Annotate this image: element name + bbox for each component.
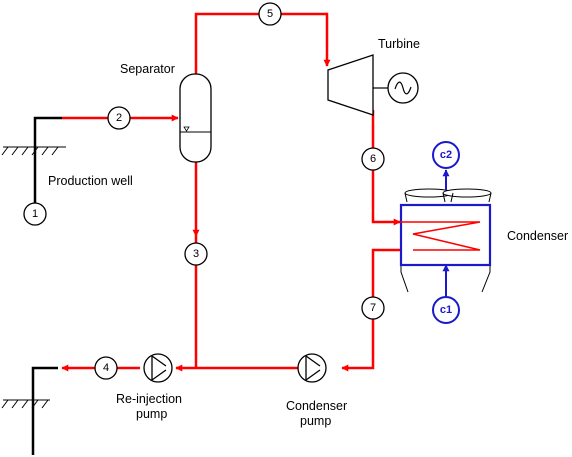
line-separator-to-turbine [194,12,331,74]
state-point-4: 4 [94,356,118,380]
condenser-pump-label-line1: Condenser [286,399,347,413]
cooling-point-c2: c2 [432,141,460,169]
svg-text:1: 1 [32,208,38,220]
reinjection-well-ground [1,399,50,409]
reinjection-pump-label-line1: Re-injection [116,392,182,406]
svg-text:3: 3 [193,248,199,260]
state-point-2: 2 [107,106,131,130]
production-well-pipe [33,116,62,203]
generator-icon [387,72,419,104]
svg-text:7: 7 [370,302,376,314]
line-turbine-to-condenser [371,110,401,226]
reinjection-well-pipe [31,366,58,455]
condenser-pump-icon [297,353,327,383]
state-point-1: 1 [23,202,47,226]
reinjection-pump-icon [143,353,173,383]
svg-text:6: 6 [370,153,376,165]
state-point-6: 6 [361,147,385,171]
reinjection-pump-label-line2: pump [136,407,167,421]
separator-vessel [179,73,212,163]
svg-text:4: 4 [103,362,109,374]
production-well-label: Production well [48,174,133,188]
svg-text:5: 5 [267,8,273,20]
svg-text:c2: c2 [440,149,452,161]
state-point-7: 7 [361,296,385,320]
condenser-label: Condenser [507,229,568,243]
turbine [327,54,388,116]
state-point-3: 3 [184,242,208,266]
condenser-unit [399,188,492,293]
condenser-pump-label-line2: pump [300,414,331,428]
turbine-label: Turbine [378,37,420,51]
separator-label: Separator [120,62,175,76]
cooling-point-c1: c1 [432,296,460,324]
svg-text:2: 2 [116,112,122,124]
svg-text:c1: c1 [440,304,452,316]
state-point-5: 5 [258,2,282,26]
